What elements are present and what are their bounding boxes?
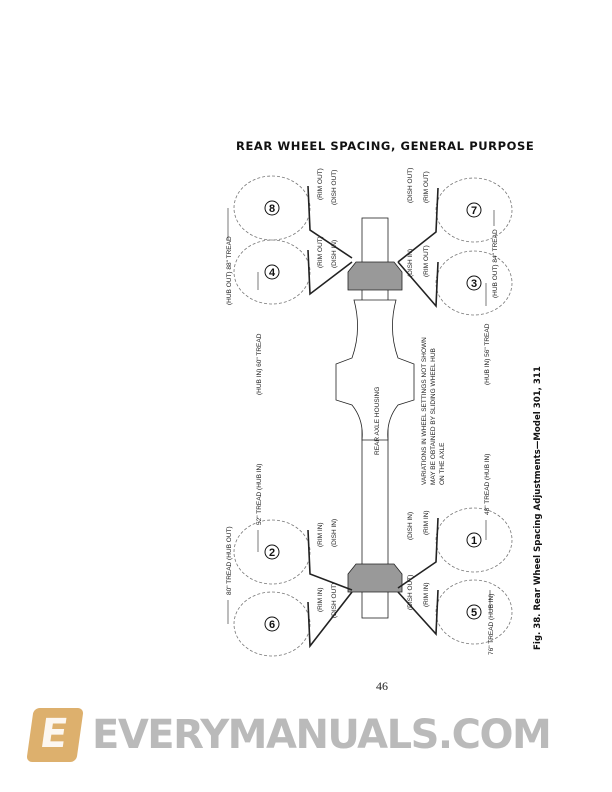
wheel-8: 8 [264,200,280,216]
svg-text:(RIM IN): (RIM IN) [317,587,324,612]
rear-axle-housing-label: REAR AXLE HOUSING [374,387,381,455]
watermark-text: EVERYMANUALS.COM [92,712,552,758]
tread-84-label: (HUB OUT) 84" TREAD [492,229,499,298]
wheel-3: 3 [466,275,482,291]
wheel-numbers: 8 4 2 6 7 3 1 5 [264,200,482,632]
watermark: E EVERYMANUALS.COM [26,708,610,768]
svg-text:1: 1 [471,535,477,547]
tread-80-label: 80" TREAD (HUB OUT) [226,526,233,595]
svg-text:(DISH IN): (DISH IN) [407,249,414,277]
svg-text:(RIM OUT): (RIM OUT) [317,168,324,200]
svg-text:4: 4 [269,267,276,279]
svg-text:(RIM IN): (RIM IN) [317,522,324,547]
svg-text:(DISH IN): (DISH IN) [407,512,414,540]
rear-axle-housing [335,299,415,441]
watermark-logo: E [26,708,84,762]
tread-60-label: (HUB IN) 60" TREAD [256,333,263,395]
svg-text:(RIM OUT): (RIM OUT) [423,245,430,277]
figure-caption: Fig. 38. Rear Wheel Spacing Adjustments—… [533,366,543,650]
svg-text:7: 7 [471,205,477,217]
tread-88-label: (HUB OUT) 88" TREAD [226,236,233,305]
tread-lines [227,208,495,624]
svg-text:(RIM OUT): (RIM OUT) [423,171,430,203]
svg-text:(DISH OUT): (DISH OUT) [331,583,338,618]
diagram-labels: (HUB OUT) 88" TREAD (HUB IN) 60" TREAD 5… [226,168,499,655]
wheel-discs [307,185,439,649]
hub-bottom [347,563,403,593]
wheel-1: 1 [466,532,482,548]
svg-text:8: 8 [269,203,275,215]
svg-text:6: 6 [269,619,275,631]
svg-text:5: 5 [471,607,477,619]
svg-text:3: 3 [471,278,477,290]
tread-56-label: (HUB IN) 56" TREAD [484,323,491,385]
wheel-2: 2 [264,544,280,560]
svg-text:(RIM OUT): (RIM OUT) [317,236,324,268]
wheel-7: 7 [466,202,482,218]
svg-text:(DISH OUT): (DISH OUT) [407,575,414,610]
note-line-3: ON THE AXLE [439,442,446,485]
svg-text:(RIM IN): (RIM IN) [423,582,430,607]
tread-52-label: 52" TREAD (HUB IN) [256,464,263,525]
svg-text:(DISH OUT): (DISH OUT) [407,168,414,203]
hub-top [347,261,403,291]
note-line-2: MAY BE OBTAINED BY SLIDING WHEEL HUB [430,348,437,485]
wheel-5: 5 [466,604,482,620]
svg-text:(DISH IN): (DISH IN) [331,519,338,547]
page-number: 46 [376,679,388,693]
tread-48-label: 48" TREAD (HUB IN) [484,454,491,515]
wheel-4: 4 [264,264,280,280]
wheel-6: 6 [264,616,280,632]
wheel-outlines [233,175,513,657]
tread-76-label: 76" TREAD (HUB IN) [488,594,495,655]
svg-text:(DISH IN): (DISH IN) [331,240,338,268]
note-line-1: VARIATIONS IN WHEEL SETTINGS NOT SHOWN [421,337,428,485]
svg-text:(RIM IN): (RIM IN) [423,510,430,535]
svg-text:(DISH OUT): (DISH OUT) [331,170,338,205]
svg-text:2: 2 [269,547,275,559]
page-title: REAR WHEEL SPACING, GENERAL PURPOSE [236,139,535,153]
